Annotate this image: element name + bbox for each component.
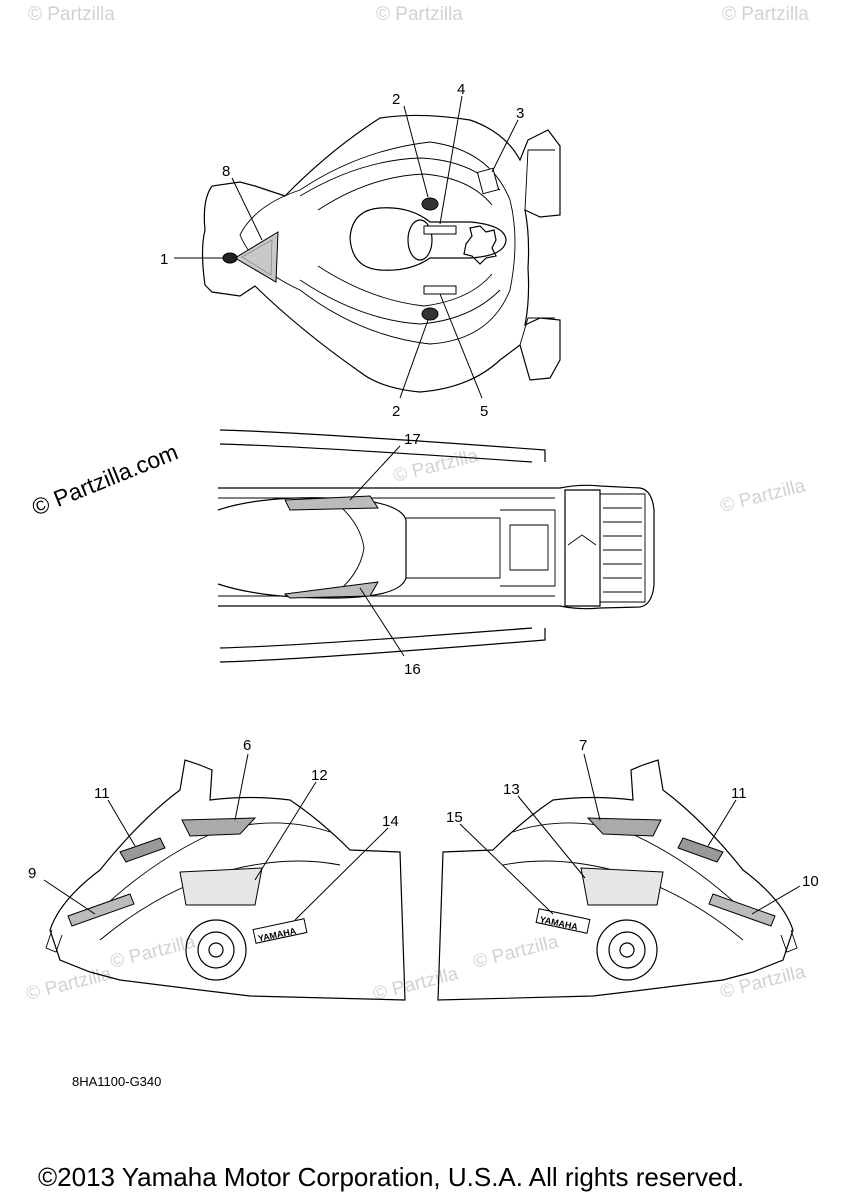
watermark-large: © Partzilla.com <box>28 438 181 520</box>
callout-15: 15 <box>446 809 463 826</box>
callout-11: 11 <box>731 785 747 802</box>
callout-12: 12 <box>311 767 328 784</box>
left-side-view: YAMAHA <box>45 759 406 1001</box>
right-side-view: YAMAHA <box>437 759 798 1001</box>
watermark: © Partzilla <box>722 4 809 25</box>
rear-deck-view <box>217 429 655 663</box>
watermark: © Partzilla <box>108 931 198 972</box>
watermark: © Partzilla <box>391 445 481 486</box>
callout-16: 16 <box>404 661 421 678</box>
callout-1: 1 <box>160 251 168 268</box>
watermark: © Partzilla <box>376 4 463 25</box>
callout-7: 7 <box>579 737 587 754</box>
callout-3: 3 <box>516 105 524 122</box>
diagram-code: 8HA1100-G340 <box>72 1074 161 1089</box>
top-view-deck <box>201 114 561 393</box>
callout-2: 2 <box>392 91 400 108</box>
callout-9: 9 <box>28 865 36 882</box>
callout-2: 2 <box>392 403 400 420</box>
watermark: © Partzilla <box>24 963 114 1004</box>
callout-5: 5 <box>480 403 488 420</box>
watermark: © Partzilla <box>471 931 561 972</box>
callout-14: 14 <box>382 813 399 830</box>
watermark: © Partzilla <box>28 4 115 25</box>
callout-6: 6 <box>243 737 251 754</box>
watermark: © Partzilla <box>371 963 461 1004</box>
callout-10: 10 <box>802 873 819 890</box>
callout-8: 8 <box>222 163 230 180</box>
watermark: © Partzilla <box>718 475 808 516</box>
callout-numbers: 1 2 2 3 4 5 6 7 8 9 10 11 11 12 13 14 15… <box>28 81 819 890</box>
callout-17: 17 <box>404 431 421 448</box>
callout-11: 11 <box>94 785 110 802</box>
callout-13: 13 <box>503 781 520 798</box>
copyright-notice: ©2013 Yamaha Motor Corporation, U.S.A. A… <box>38 1162 744 1192</box>
callout-4: 4 <box>457 81 465 98</box>
leader-lines <box>43 95 801 921</box>
